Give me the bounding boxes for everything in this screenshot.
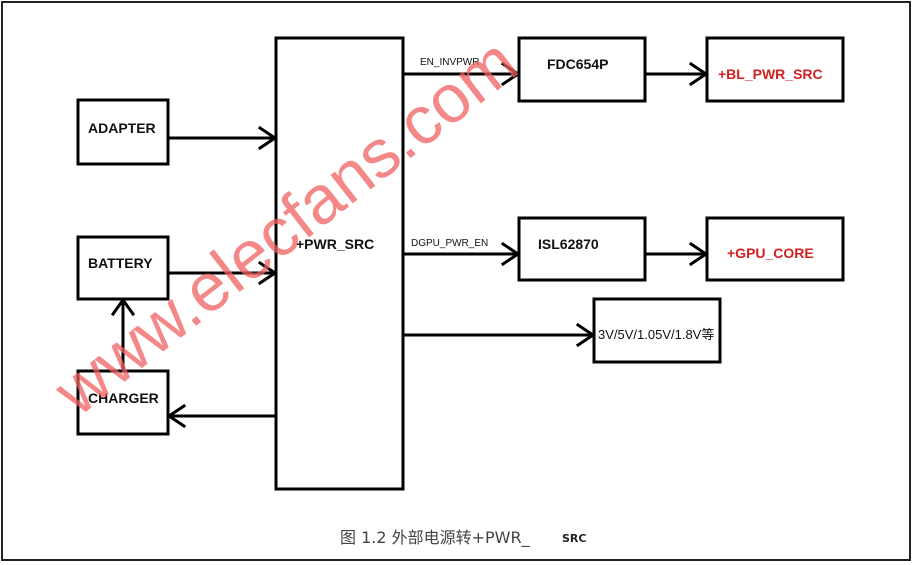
bl-pwr-src-block xyxy=(705,36,845,103)
en-invpwr-label: EN_INVPWR xyxy=(420,57,479,68)
isl62870-label: ISL62870 xyxy=(538,236,599,252)
gpu-core-arrow xyxy=(645,241,709,267)
adapter-block xyxy=(76,98,170,166)
charger-block xyxy=(76,369,170,436)
pwr-src-block xyxy=(274,36,405,491)
rails-label: 3V/5V/1.05V/1.8V等 xyxy=(598,327,714,342)
charger-arrow xyxy=(166,403,276,429)
battery-arrow xyxy=(168,260,278,286)
battery-label: BATTERY xyxy=(88,255,153,271)
rails-block xyxy=(592,297,722,364)
adapter-arrow xyxy=(168,125,278,151)
rails-arrow xyxy=(403,322,596,348)
dgpu-pwr-en-label: DGPU_PWR_EN xyxy=(411,238,488,249)
pwr-src-label: +PWR_SRC xyxy=(296,236,374,252)
bl-pwr-src-label: +BL_PWR_SRC xyxy=(718,66,823,82)
gpu-core-block xyxy=(705,216,845,282)
bl-pwr-arrow xyxy=(645,61,709,87)
figure-caption: 图 1.2 外部电源转+PWR_ xyxy=(340,528,531,548)
charger-to-battery-arrow xyxy=(110,297,136,371)
figure-caption-suffix: SRC xyxy=(562,532,586,545)
gpu-core-label: +GPU_CORE xyxy=(727,245,814,261)
fdc654p-block xyxy=(517,36,647,103)
battery-block xyxy=(76,235,170,301)
isl62870-block xyxy=(517,216,647,282)
fdc654p-label: FDC654P xyxy=(547,56,608,72)
adapter-label: ADAPTER xyxy=(88,120,156,136)
charger-label: CHARGER xyxy=(88,390,159,406)
